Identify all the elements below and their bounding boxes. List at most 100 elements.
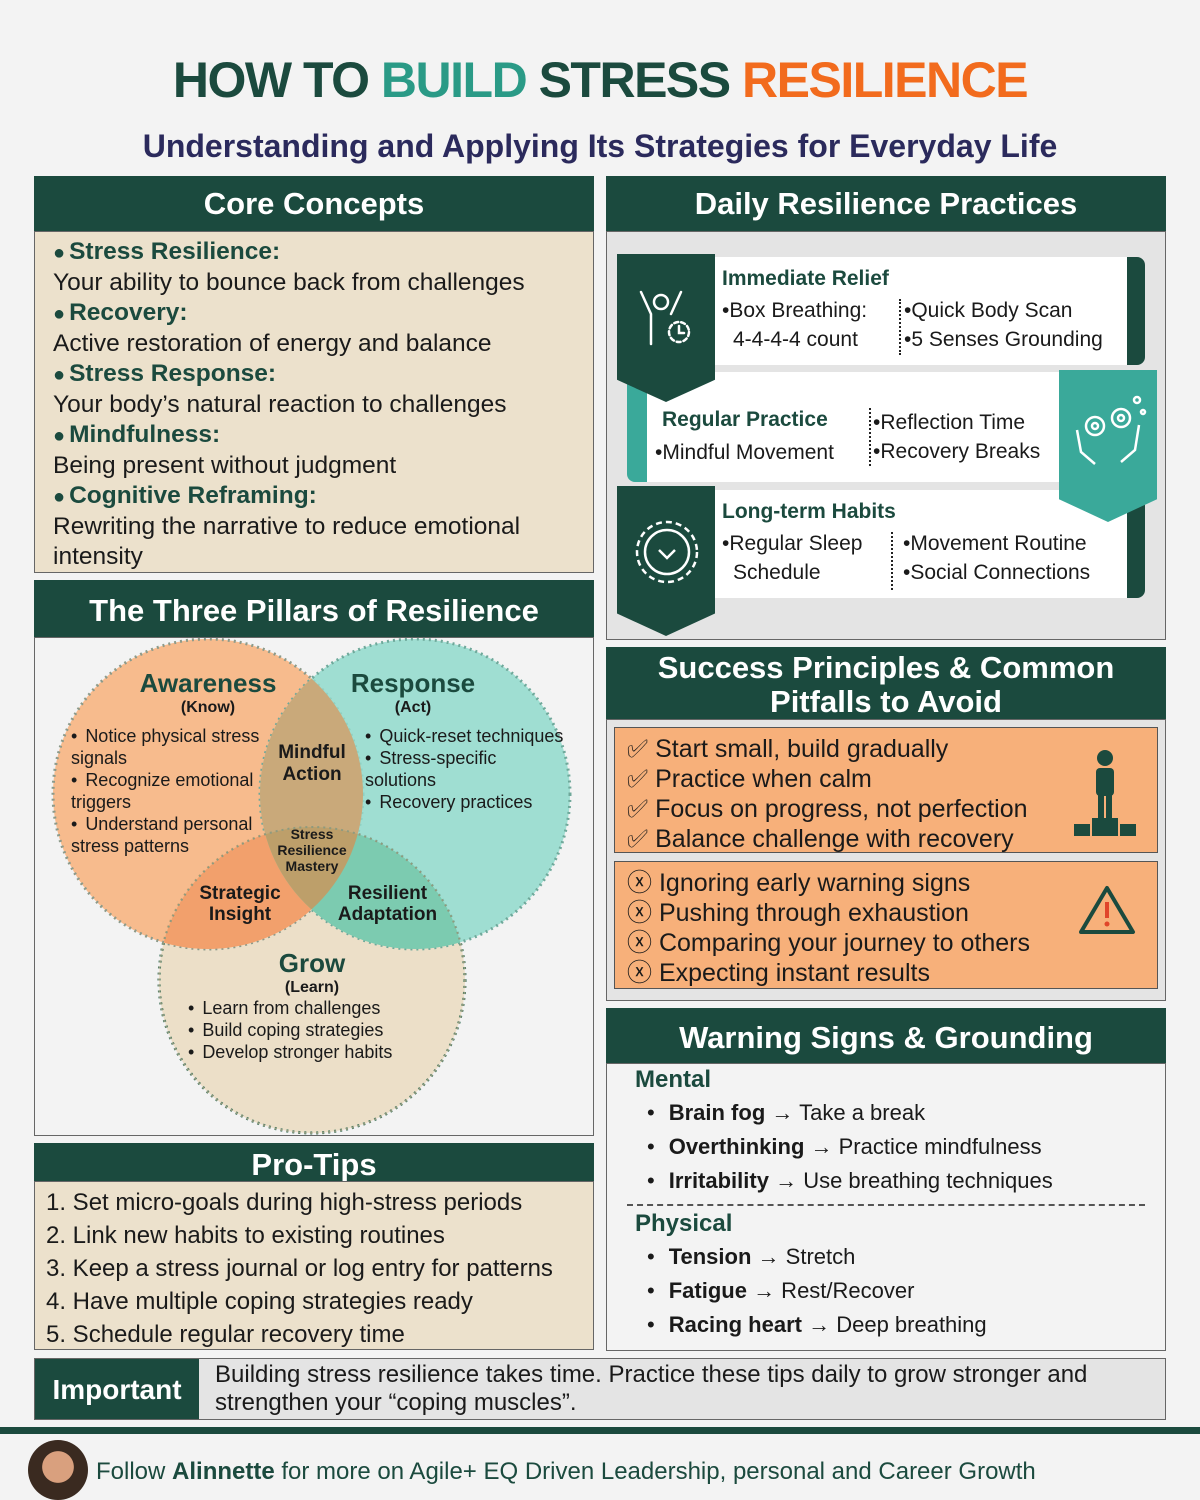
response-label: Response(Act) (313, 668, 513, 717)
hands-gears-icon (1075, 395, 1147, 465)
action: → Stretch (757, 1244, 856, 1269)
x-circle-icon: ⓧ (627, 899, 653, 927)
check-circle-icon: ✅︎ (627, 735, 649, 763)
list-item: Overthinking → Practice mindfulness (635, 1130, 1137, 1164)
pitfall-item: ⓧ Ignoring early warning signs (627, 868, 1145, 898)
action: → Take a break (771, 1100, 926, 1125)
list-item: Stress-specific solutions (365, 747, 565, 791)
action: → Rest/Recover (753, 1278, 915, 1303)
footer-pre: Follow (96, 1458, 173, 1485)
pitfall-item: ⓧ Pushing through exhaustion (627, 898, 1145, 928)
protips-header: Pro-Tips (34, 1143, 594, 1182)
important-text: Building stress resilience takes time. P… (215, 1361, 1088, 1416)
sign: Overthinking (668, 1134, 805, 1159)
x-circle-icon: ⓧ (627, 869, 653, 897)
pitfall-text: Comparing your journey to others (658, 929, 1030, 957)
sign: Racing heart (668, 1312, 802, 1337)
item: •Quick Body Scan (904, 299, 1073, 322)
item: •5 Senses Grounding (904, 328, 1103, 351)
grow-label: Grow(Learn) (212, 948, 412, 997)
concept-desc: Active restoration of energy and balance (53, 330, 492, 357)
core-concepts-panel: Stress Resilience: Your ability to bounc… (34, 231, 594, 573)
pillar-sub: (Know) (180, 699, 236, 716)
card-col: •Movement Routine•Social Connections (903, 529, 1090, 587)
tip-item: 3. Keep a stress journal or log entry fo… (46, 1255, 553, 1282)
card-col: •Reflection Time•Recovery Breaks (873, 408, 1040, 466)
sign: Fatigue (668, 1278, 747, 1303)
grow-list: Learn from challenges Build coping strat… (188, 997, 448, 1063)
list-item: Brain fog → Take a break (635, 1096, 1137, 1130)
pitfall-item: ⓧ Comparing your journey to others (627, 928, 1145, 958)
check-circle-icon: ✅︎ (627, 825, 649, 853)
action: → Deep breathing (808, 1312, 987, 1337)
sign: Tension (668, 1244, 752, 1269)
list-item: Fatigue → Rest/Recover (635, 1274, 1137, 1308)
principle-text: Practice when calm (655, 765, 872, 793)
pillar-sub: (Act) (394, 699, 432, 716)
list-item: Irritability → Use breathing techniques (635, 1164, 1137, 1198)
regular-practice-card: Regular Practice •Mindful Movement •Refl… (647, 372, 1067, 482)
principle-item: ✅︎ Start small, build gradually (627, 734, 1145, 764)
center-overlap (260, 827, 363, 949)
principle-text: Balance challenge with recovery (655, 825, 1014, 853)
check-circle-icon: ✅︎ (627, 765, 649, 793)
card-title: Long-term Habits (722, 500, 896, 523)
concept-desc: Rewriting the narrative to reduce emotio… (53, 513, 521, 570)
list-item: Tension → Stretch (635, 1240, 1137, 1274)
list-item: Quick-reset techniques (365, 725, 565, 747)
immediate-relief-card: Immediate Relief •Box Breathing:4-4-4-4 … (707, 257, 1127, 365)
pitfall-text: Ignoring early warning signs (658, 869, 971, 897)
item: •Social Connections (903, 561, 1091, 584)
person-podium-icon (1074, 750, 1136, 836)
title-part: STRESS (538, 52, 743, 108)
pitfall-text: Expecting instant results (658, 959, 930, 987)
title-part: HOW TO (172, 52, 381, 108)
sign: Irritability (668, 1168, 769, 1193)
concept-desc: Being present without judgment (53, 452, 397, 479)
awareness-label: Awareness(Know) (108, 668, 308, 717)
x-circle-icon: ⓧ (627, 929, 653, 957)
section-title: Physical (635, 1210, 733, 1237)
list-item: Recovery practices (365, 791, 565, 813)
daily-header: Daily Resilience Practices (606, 176, 1166, 231)
concept-term: Mindfulness: (53, 420, 575, 451)
footer-post: for more on Agile+ EQ Driven Leadership,… (274, 1458, 1036, 1485)
concept-term: Stress Resilience: (53, 237, 575, 268)
ribbon (617, 486, 715, 636)
title-part: BUILD (380, 52, 539, 108)
item: •Regular Sleep (722, 532, 863, 555)
pillar-title: Response (350, 668, 476, 698)
resilient-adaptation-label: Resilient Adaptation (337, 883, 438, 925)
item: •Recovery Breaks (873, 440, 1041, 463)
principle-text: Focus on progress, not perfection (655, 795, 1028, 823)
warning-panel: Mental Brain fog → Take a break Overthin… (606, 1063, 1166, 1351)
main-title: HOW TO BUILD STRESS RESILIENCE (0, 30, 1200, 130)
subtitle: Understanding and Applying Its Strategie… (142, 128, 1058, 164)
pillar-title: Grow (278, 948, 346, 978)
card-col: •Quick Body Scan •5 Senses Grounding (904, 296, 1103, 354)
card-title: Regular Practice (662, 408, 828, 431)
title-part: RESILIENCE (742, 52, 1029, 108)
ribbon (617, 254, 715, 402)
response-list: Quick-reset techniques Stress-specific s… (365, 725, 565, 813)
list-item: Develop stronger habits (188, 1041, 448, 1063)
ribbon (1059, 370, 1157, 522)
author-avatar[interactable] (28, 1440, 88, 1500)
pillars-header: The Three Pillars of Resilience (34, 580, 594, 637)
divider (899, 299, 901, 355)
card-col: •Mindful Movement (655, 438, 834, 467)
author-name-link[interactable]: Alinnette (172, 1458, 275, 1485)
sign: Brain fog (668, 1100, 766, 1125)
x-circle-icon: ⓧ (627, 959, 653, 987)
item: Schedule (733, 561, 821, 584)
clock-cycle-icon (635, 520, 699, 584)
principle-item: ✅︎ Focus on progress, not perfection (627, 794, 1145, 824)
footer-text: Follow Alinnette for more on Agile+ EQ D… (96, 1458, 1191, 1486)
warning-header: Warning Signs & Grounding (606, 1008, 1166, 1063)
important-label: Important (35, 1359, 199, 1419)
principle-item: ✅︎ Practice when calm (627, 764, 1145, 794)
card-title: Immediate Relief (722, 267, 889, 290)
section-title: Mental (635, 1066, 712, 1093)
